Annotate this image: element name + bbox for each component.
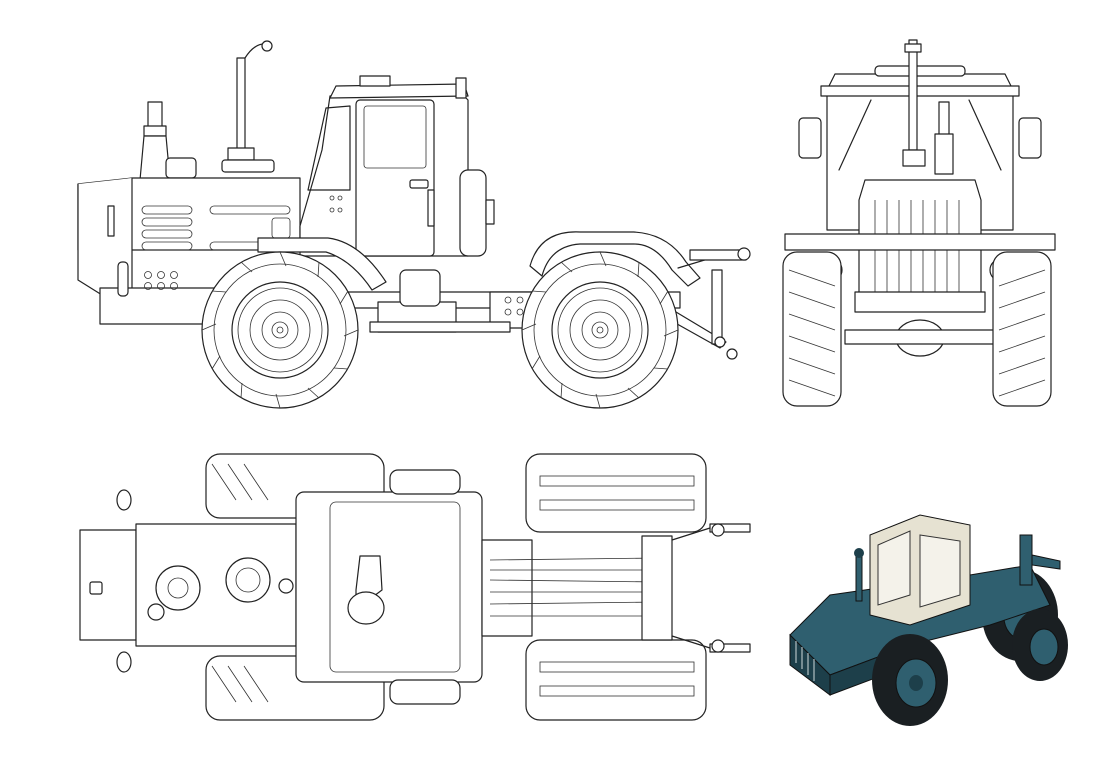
top-view [60,440,760,740]
mirrors-top [116,489,132,673]
iso-front-wheel [872,634,948,726]
exhaust-pipe [221,40,275,173]
rear-wheel [521,251,679,409]
air-intake [139,101,197,181]
iso-rear-wheel-near [1012,609,1068,681]
iso-exhaust [854,548,864,602]
articulation-top [481,535,673,641]
front-wheel [201,251,359,409]
front-right-tire [992,251,1052,407]
side-view [60,30,760,420]
hood-top [79,523,297,647]
rear-fender [529,231,701,287]
rear-hitch-top [671,523,751,653]
rear-hitch [669,247,751,360]
front-left-tire [782,251,842,407]
front-fender [257,237,387,291]
iso-cab [869,514,971,626]
exhaust-front [902,39,954,175]
cab-roof-top [295,469,483,705]
front-view [775,30,1065,420]
iso-hitch [1019,534,1061,586]
cab [299,75,495,257]
rear-tires-top [525,453,707,721]
isometric-view [770,495,1070,735]
